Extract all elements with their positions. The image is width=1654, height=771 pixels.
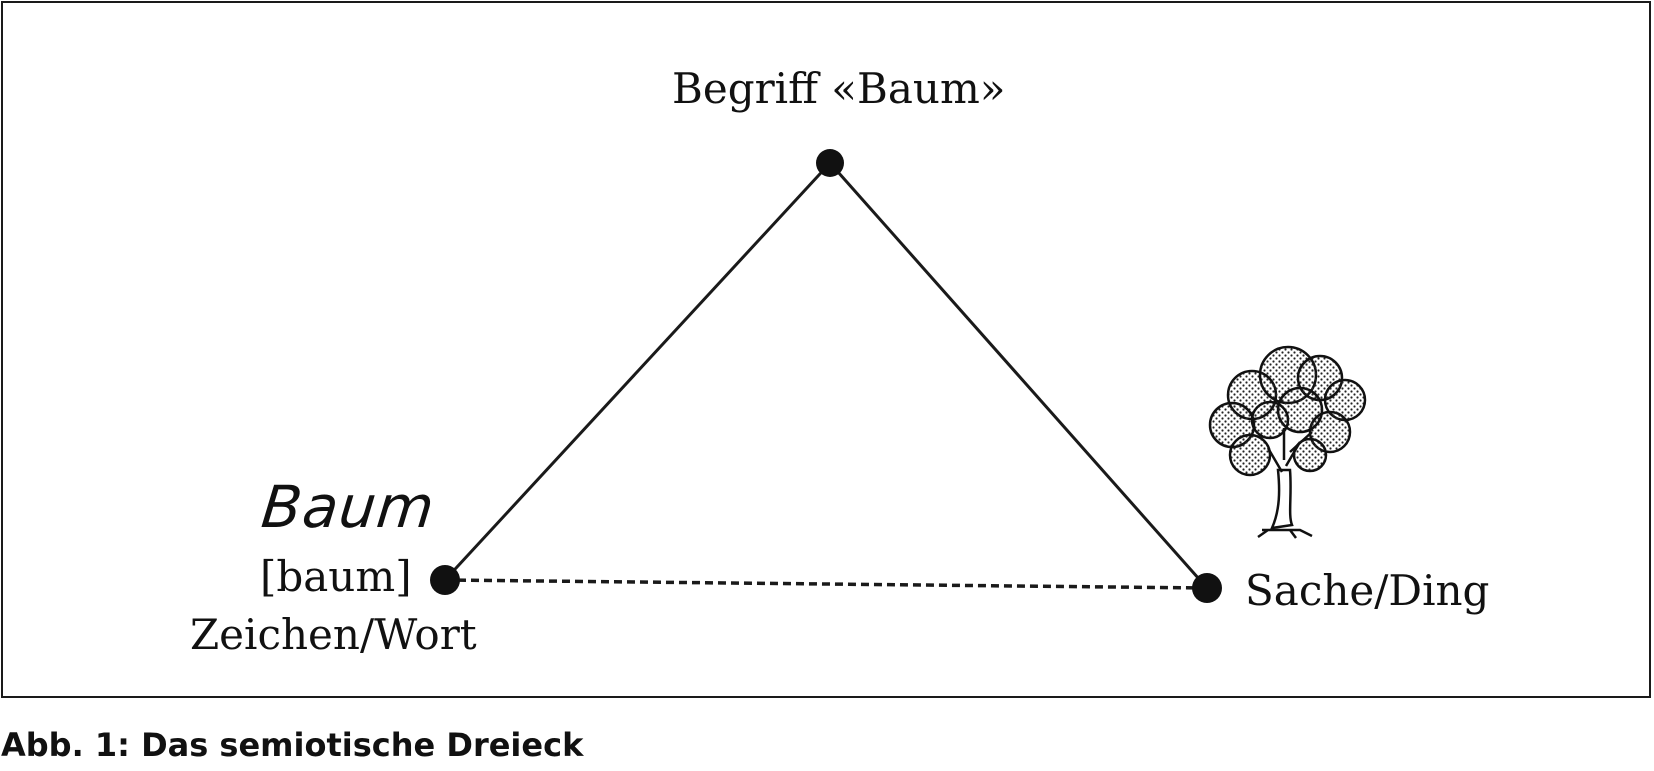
edge-concept-sign <box>443 161 832 582</box>
node-thing <box>1192 573 1222 603</box>
figure-frame <box>1 1 1651 698</box>
edge-concept-thing <box>828 162 1209 589</box>
sign-label: Zeichen/Wort <box>190 610 477 659</box>
phonetic-transcription: [baum] <box>260 552 412 601</box>
node-sign <box>430 565 460 595</box>
thing-label: Sache/Ding <box>1245 566 1490 615</box>
edge-sign-thing-dashed <box>444 578 1208 590</box>
node-concept <box>816 149 844 177</box>
concept-label: Begriff «Baum» <box>672 64 1006 113</box>
figure-caption: Abb. 1: Das semiotische Dreieck <box>1 726 584 764</box>
tree-icon <box>1208 345 1367 539</box>
handwritten-word: Baum <box>258 473 439 541</box>
